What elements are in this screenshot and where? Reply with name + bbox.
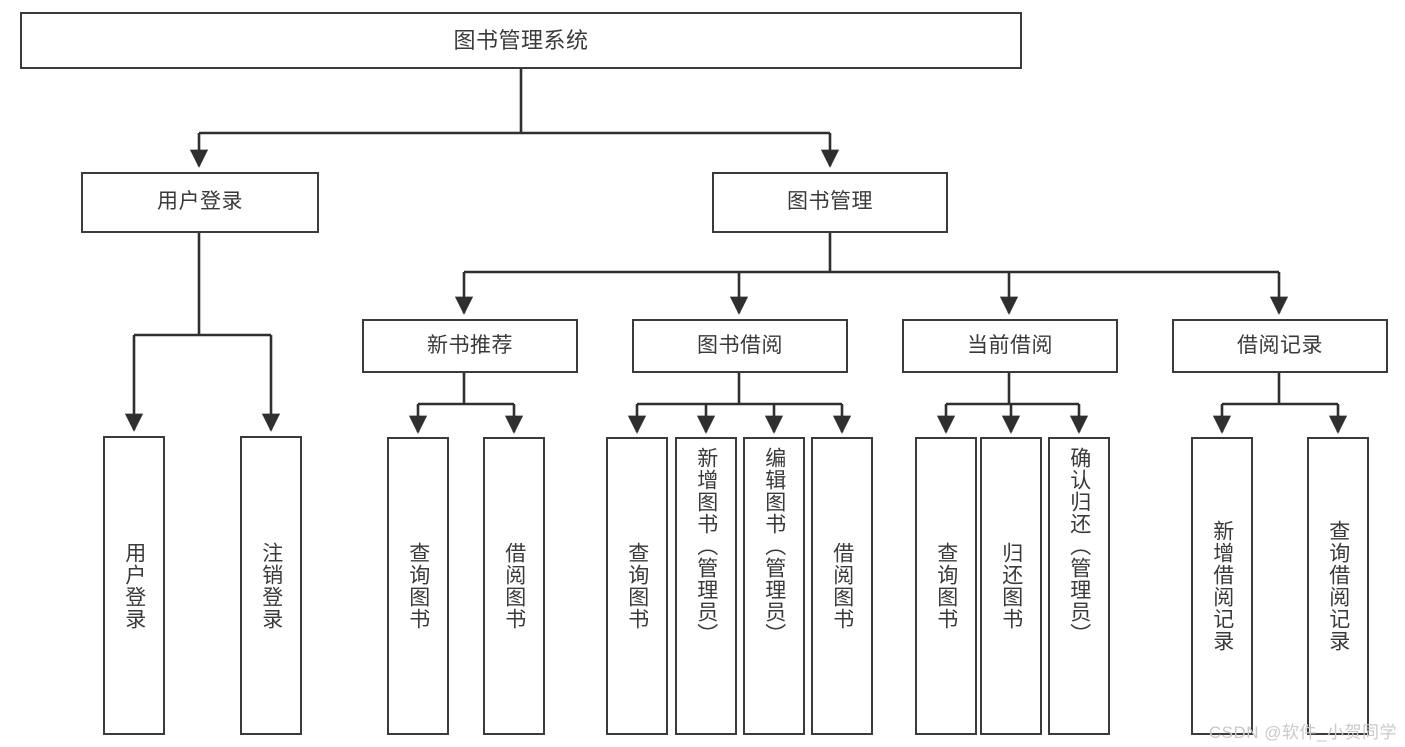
node-user-login-label: 用户登录 — [157, 190, 243, 214]
node-borrow-record-label: 借阅记录 — [1237, 333, 1323, 357]
node-leaf-cb-confirm-label: 确认归还（管理员） — [1067, 447, 1091, 645]
watermark-text: CSDN @软件_小贺同学 — [1208, 723, 1397, 742]
node-leaf-cb-return[interactable]: 归还图书 — [980, 437, 1042, 735]
node-leaf-user-logout-label: 注销登录 — [259, 541, 283, 630]
node-leaf-bb-borrow-label: 借阅图书 — [830, 542, 854, 630]
node-current-borrow[interactable]: 当前借阅 — [902, 319, 1118, 373]
node-book-borrow[interactable]: 图书借阅 — [632, 319, 848, 373]
node-leaf-rec-query-label: 查询图书 — [406, 542, 430, 630]
node-leaf-cb-confirm[interactable]: 确认归还（管理员） — [1048, 437, 1110, 735]
node-leaf-bb-query-label: 查询图书 — [625, 542, 649, 630]
node-borrow-record[interactable]: 借阅记录 — [1172, 319, 1388, 373]
node-leaf-bb-query[interactable]: 查询图书 — [606, 437, 668, 735]
node-leaf-bb-add-label: 新增图书（管理员） — [694, 447, 718, 645]
node-book-borrow-label: 图书借阅 — [697, 333, 783, 357]
node-leaf-br-query[interactable]: 查询借阅记录 — [1307, 437, 1369, 735]
node-new-book-rec[interactable]: 新书推荐 — [362, 319, 578, 373]
node-leaf-cb-query[interactable]: 查询图书 — [915, 437, 977, 735]
node-leaf-bb-edit[interactable]: 编辑图书（管理员） — [743, 437, 805, 735]
node-user-login[interactable]: 用户登录 — [81, 172, 319, 233]
node-leaf-user-login-label: 用户登录 — [122, 541, 146, 630]
node-root-label: 图书管理系统 — [453, 27, 589, 53]
node-leaf-br-add-label: 新增借阅记录 — [1210, 520, 1234, 652]
node-leaf-cb-return-label: 归还图书 — [999, 542, 1023, 630]
node-leaf-bb-edit-label: 编辑图书（管理员） — [762, 447, 786, 645]
node-leaf-br-query-label: 查询借阅记录 — [1326, 520, 1350, 652]
node-leaf-cb-query-label: 查询图书 — [934, 542, 958, 630]
node-current-borrow-label: 当前借阅 — [967, 333, 1053, 357]
node-leaf-rec-borrow-label: 借阅图书 — [502, 542, 526, 630]
node-leaf-user-logout[interactable]: 注销登录 — [240, 436, 302, 735]
node-root[interactable]: 图书管理系统 — [20, 12, 1022, 69]
node-leaf-user-login[interactable]: 用户登录 — [103, 436, 165, 735]
node-book-manage-label: 图书管理 — [787, 190, 873, 214]
node-leaf-br-add[interactable]: 新增借阅记录 — [1191, 437, 1253, 735]
node-book-manage[interactable]: 图书管理 — [712, 172, 948, 233]
node-new-book-rec-label: 新书推荐 — [427, 333, 513, 357]
node-leaf-rec-query[interactable]: 查询图书 — [387, 437, 449, 735]
node-leaf-rec-borrow[interactable]: 借阅图书 — [483, 437, 545, 735]
node-leaf-bb-add[interactable]: 新增图书（管理员） — [675, 437, 737, 735]
node-leaf-bb-borrow[interactable]: 借阅图书 — [811, 437, 873, 735]
